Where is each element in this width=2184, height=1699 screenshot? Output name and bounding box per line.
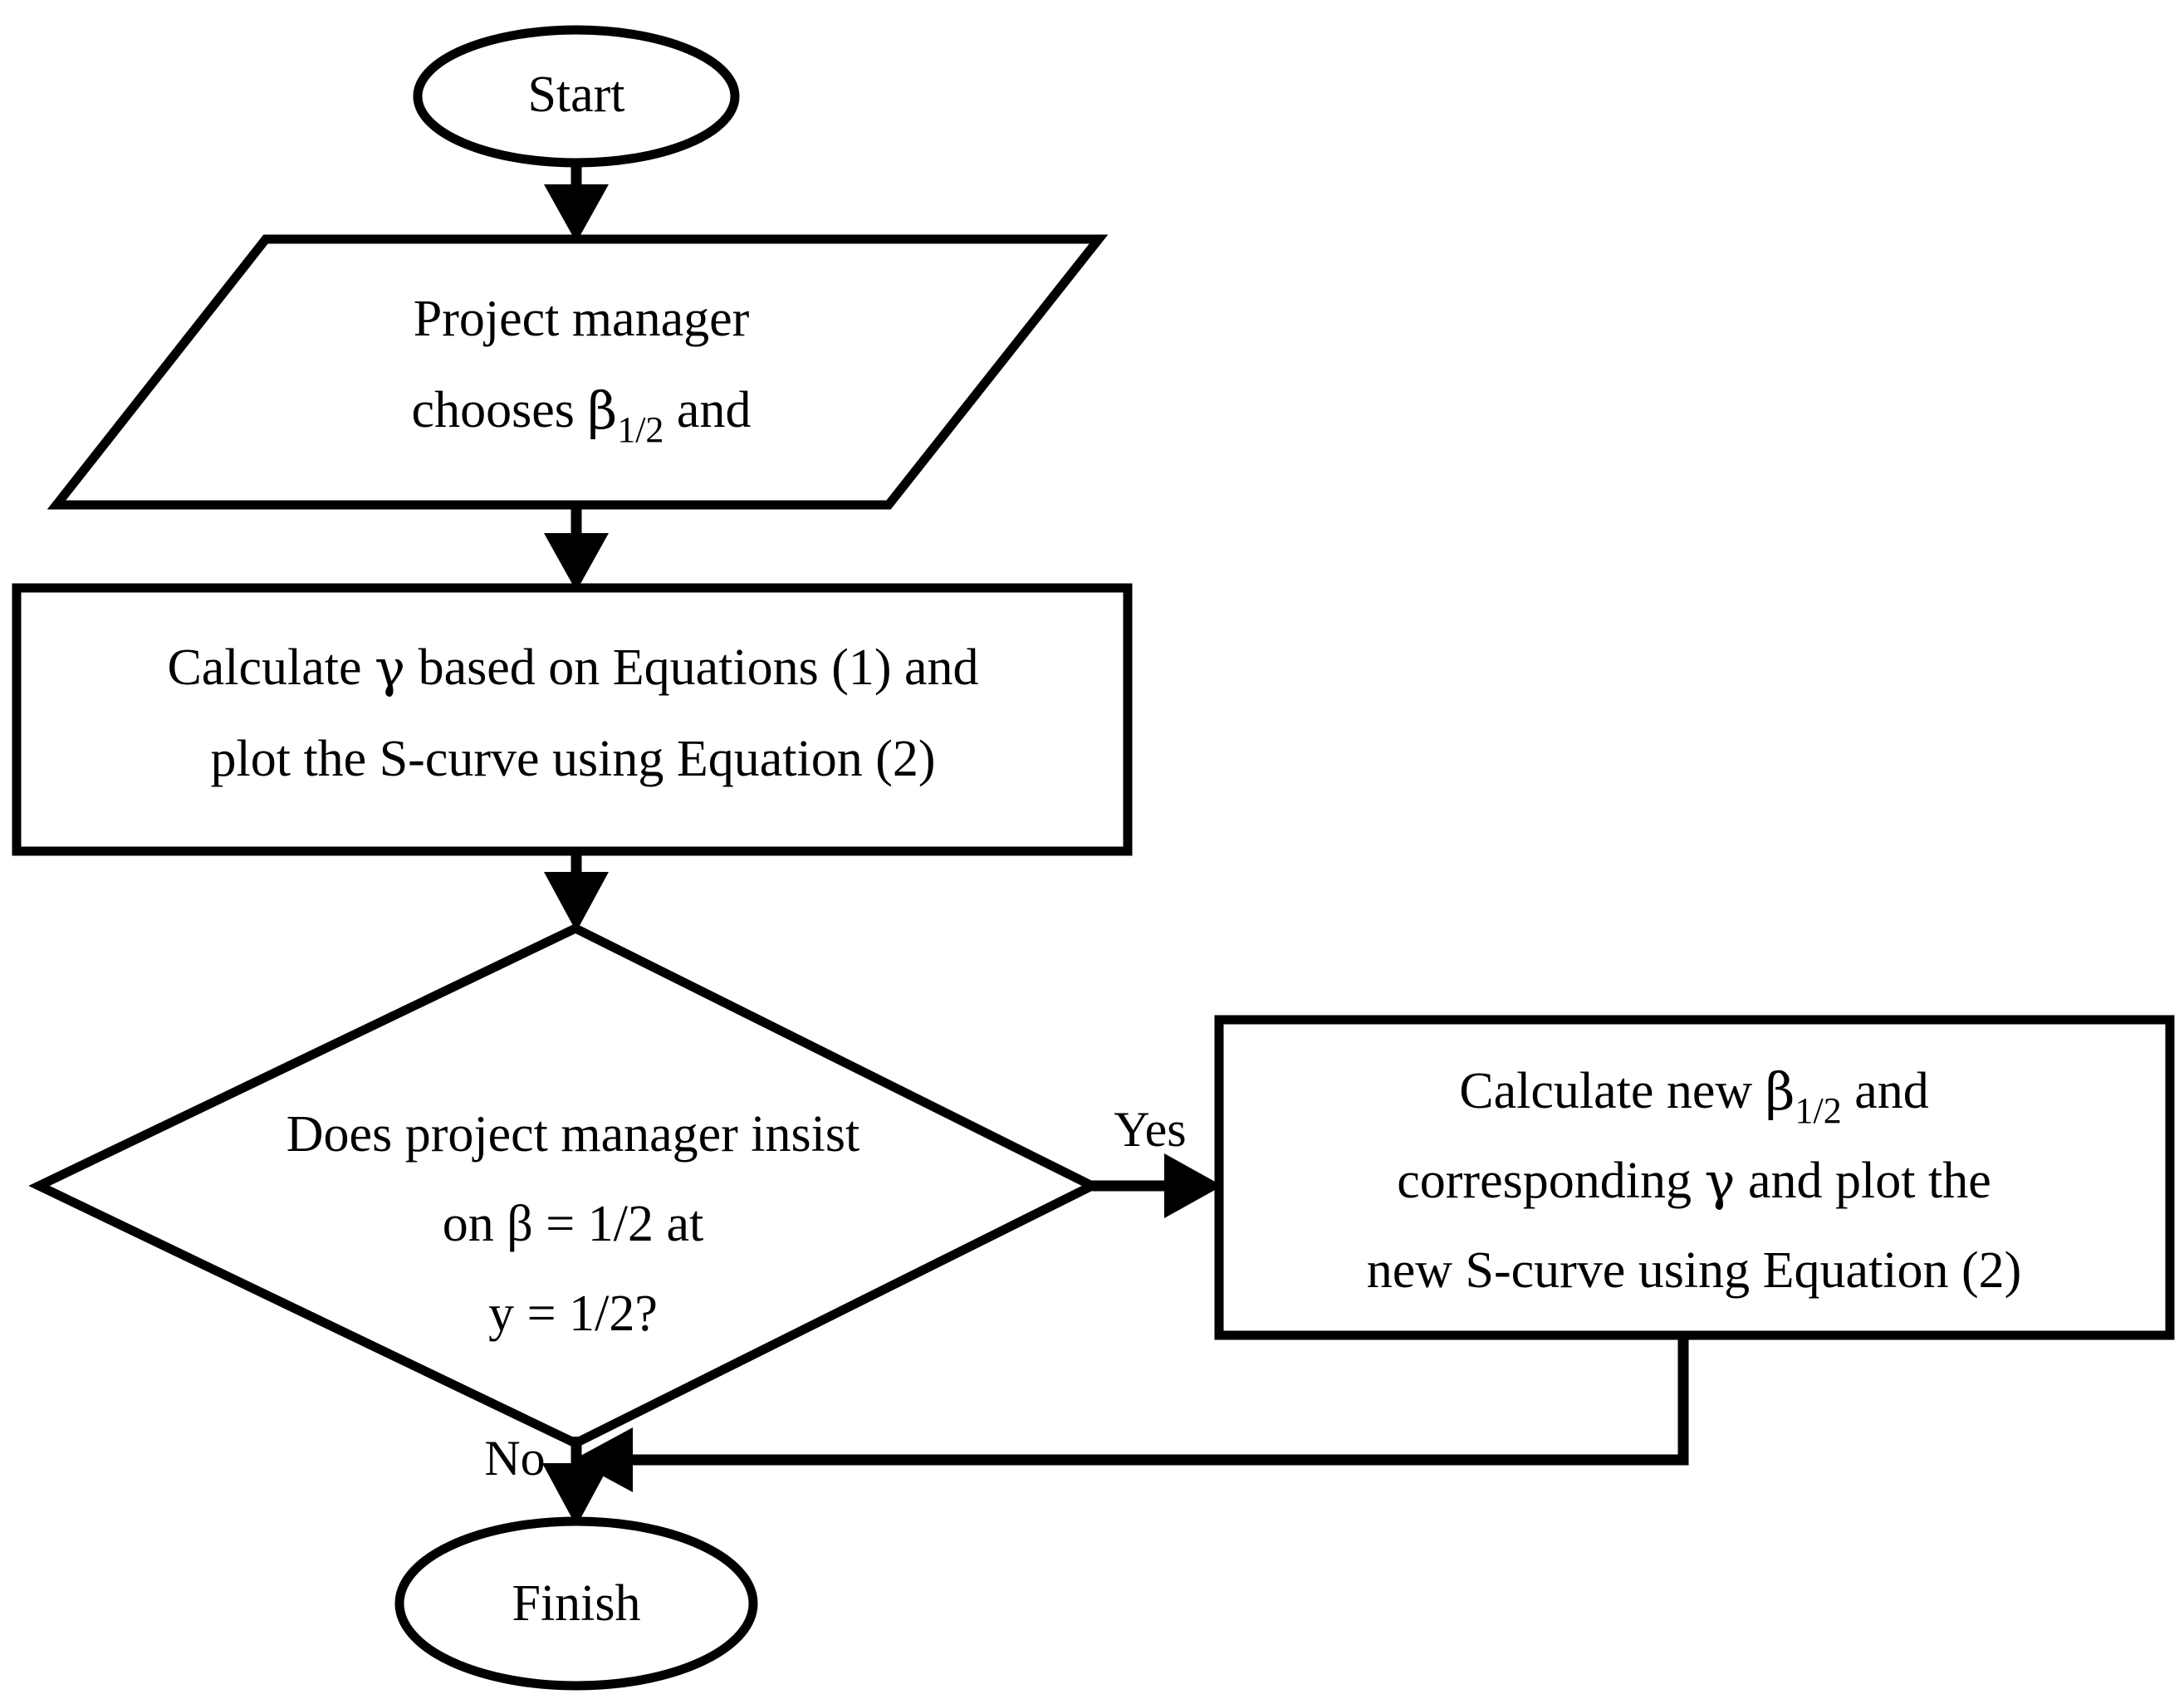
- input-choose-line1: Project manager: [414, 291, 750, 347]
- gamma-symbol-calc: γ: [375, 638, 405, 698]
- finish-label: Finish: [512, 1575, 640, 1632]
- node-calc-gamma[interactable]: Calculate γ based on Equations (1) and p…: [12, 583, 1133, 856]
- edge-label-no: No: [484, 1431, 545, 1486]
- calc-new-line2-post: and plot the: [1736, 1153, 1991, 1209]
- decision-line3: y = 1/2?: [488, 1285, 658, 1342]
- calc-gamma-line1-post: based on Equations (1) and: [405, 639, 978, 696]
- arrow-head-down-to-finish: [542, 1463, 610, 1526]
- beta-subscript-input: 1/2: [617, 409, 664, 450]
- arrow-head-down-to-decision: [544, 872, 609, 932]
- input-choose-line2: chooses β1/2 and: [412, 380, 752, 450]
- calc-new-line2-pre: corresponding: [1397, 1153, 1704, 1209]
- start-label: Start: [527, 66, 624, 123]
- node-input-choose[interactable]: Project manager chooses β1/2 and: [47, 234, 1109, 510]
- calc-gamma-rect-shape: [12, 583, 1133, 856]
- edge-label-yes: Yes: [1114, 1102, 1186, 1157]
- calc-gamma-line1: Calculate γ based on Equations (1) and: [167, 638, 978, 698]
- calc-new-line1: Calculate new β1/2 and: [1459, 1061, 1929, 1131]
- calc-new-line1-pre: Calculate new: [1459, 1063, 1765, 1119]
- connector-decision-yes: Yes: [1092, 1102, 1222, 1218]
- calc-new-line1-post: and: [1842, 1063, 1929, 1119]
- beta-symbol-calc-new: β: [1765, 1061, 1795, 1122]
- connector-calc-to-decision: [544, 851, 609, 932]
- decision-line1: Does project manager insist: [286, 1106, 859, 1163]
- decision-line2: on β = 1/2 at: [443, 1196, 703, 1252]
- calc-new-line2: corresponding γ and plot the: [1397, 1151, 1991, 1212]
- node-start[interactable]: Start: [413, 25, 740, 168]
- arrow-head-down-to-calc: [544, 533, 609, 591]
- input-choose-line2-pre: chooses: [412, 382, 588, 438]
- input-parallelogram-shape: [47, 234, 1109, 510]
- calc-gamma-line1-pre: Calculate: [167, 639, 375, 696]
- beta-symbol-input: β: [587, 380, 617, 441]
- arrow-head-right-to-calc-new: [1164, 1153, 1222, 1218]
- node-calc-new[interactable]: Calculate new β1/2 and corresponding γ a…: [1214, 1015, 2175, 1340]
- finish-ellipse-shape: [394, 1516, 758, 1691]
- arrow-head-left-feedback: [573, 1427, 633, 1492]
- decision-diamond-shape: [28, 923, 1103, 1449]
- connector-feedback-path: [619, 1335, 1689, 1466]
- input-choose-line2-post: and: [664, 382, 751, 438]
- calc-new-rect-shape: [1214, 1015, 2175, 1340]
- gamma-symbol-calc-new: γ: [1704, 1151, 1735, 1212]
- connector-decision-no: No: [484, 1431, 610, 1526]
- calc-new-line3: new S-curve using Equation (2): [1367, 1242, 2022, 1299]
- arrow-head-down-to-input: [544, 184, 609, 242]
- connector-start-to-input: [544, 163, 609, 242]
- connector-input-to-calc: [544, 505, 609, 591]
- node-decision[interactable]: Does project manager insist on β = 1/2 a…: [28, 923, 1103, 1449]
- connector-feedback-loop: [573, 1335, 1689, 1492]
- calc-gamma-line2: plot the S-curve using Equation (2): [211, 731, 936, 787]
- node-finish[interactable]: Finish: [394, 1516, 758, 1691]
- beta-subscript-calc-new: 1/2: [1795, 1090, 1841, 1131]
